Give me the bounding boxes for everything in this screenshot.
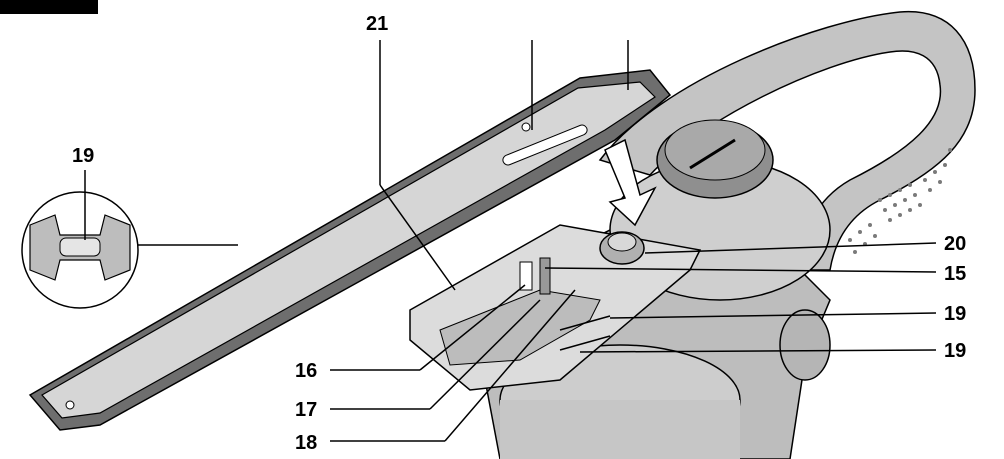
callout-19-lower: 19 [944, 340, 966, 362]
callout-lines [84, 40, 937, 442]
tension-screw [539, 257, 551, 295]
tension-pin [519, 261, 533, 291]
callout-19-upper: 19 [944, 303, 966, 325]
push-down-arrow-icon [604, 138, 657, 227]
callout-16: 16 [295, 360, 317, 382]
side-knob [779, 309, 831, 381]
mounting-plate [409, 224, 702, 391]
callout-20: 20 [944, 233, 966, 255]
corner-tab [0, 0, 98, 14]
magnifier-inset [21, 191, 238, 309]
guide-bar-with-chain [28, 69, 672, 431]
bar-hole [521, 122, 531, 132]
grip-texture [848, 148, 952, 254]
callout-21: 21 [366, 13, 388, 35]
callout-19-inset: 19 [72, 145, 94, 167]
callout-17: 17 [295, 399, 317, 421]
guide-grooves [559, 315, 611, 351]
bar-slot [502, 124, 588, 166]
callout-15: 15 [944, 263, 966, 285]
guide-bar [41, 81, 656, 419]
callout-18: 18 [295, 432, 317, 454]
callout-labels: 21 19 20 15 19 19 16 17 18 [72, 13, 966, 454]
